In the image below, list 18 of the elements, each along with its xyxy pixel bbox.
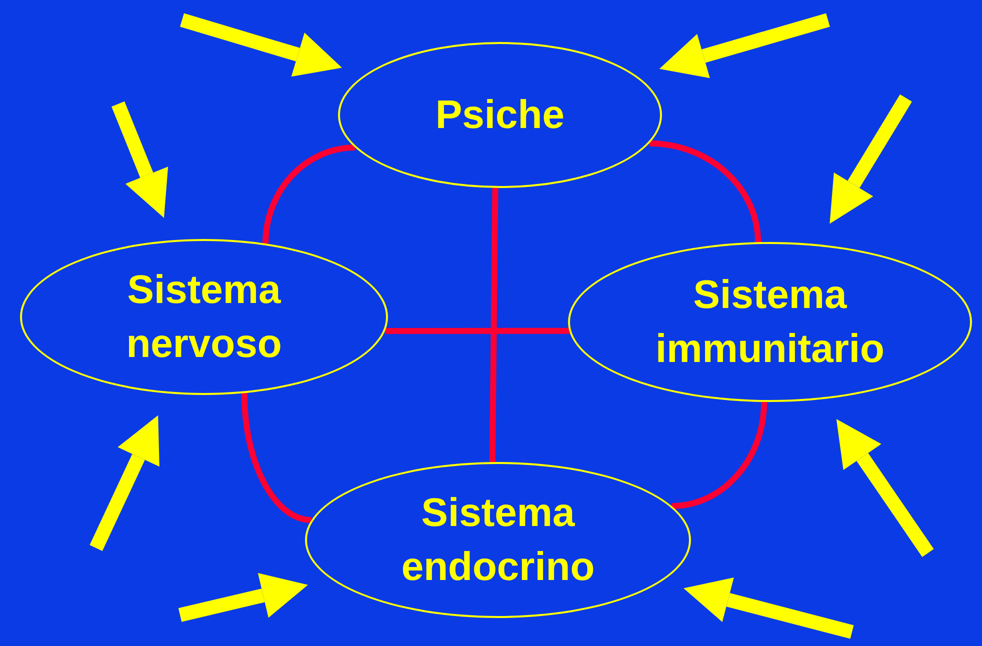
node-label: Sistema immunitario	[654, 272, 886, 373]
connector-line	[649, 140, 762, 242]
arrow	[830, 94, 912, 224]
arrow	[112, 101, 168, 218]
connector-line	[672, 402, 768, 510]
connector-line	[262, 144, 356, 244]
arrow	[684, 578, 854, 639]
connector-line	[241, 393, 312, 524]
node-label: Psiche	[434, 92, 566, 139]
connector-line	[489, 188, 498, 462]
node-label: Sistema endocrino	[400, 490, 596, 591]
arrow	[180, 13, 342, 77]
arrow	[90, 415, 160, 551]
connector-line	[385, 328, 570, 334]
node-label: Sistema nervoso	[125, 267, 283, 368]
arrow	[659, 13, 830, 78]
arrow	[836, 419, 934, 557]
arrow	[178, 573, 308, 622]
